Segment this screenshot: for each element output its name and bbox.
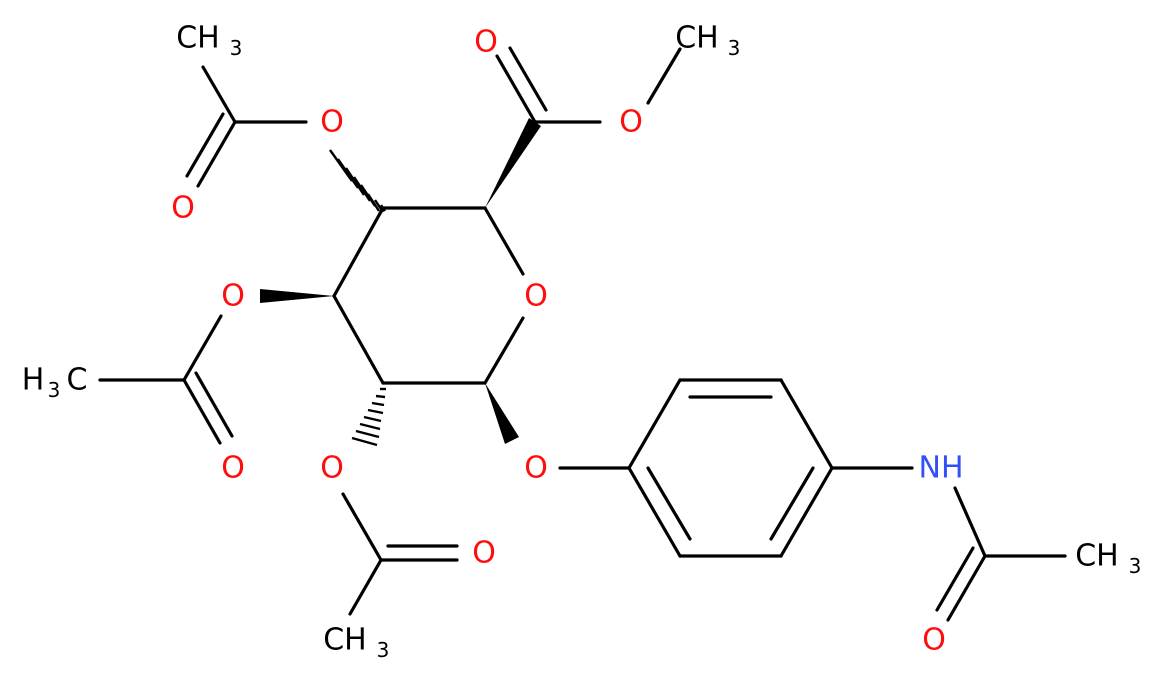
atom-h3c-acetyl-mid-sub: 3 (48, 378, 61, 402)
atom-ch3-acetyl-low: CH (323, 623, 367, 658)
atom-ch3-acetyl-top: CH (176, 21, 220, 56)
atom-o-acetyl-low-carbonyl: O (472, 536, 496, 571)
bond-acetyl-top-c-ch3 (201, 65, 237, 124)
atom-o-amide: O (922, 623, 946, 658)
bond-c5-c6-wedge (485, 118, 541, 208)
bond-c1-o-wedge (485, 383, 519, 444)
bond-ar-4-inner (769, 466, 815, 541)
atom-labels: O CH 3 O CH 3 O O O O H 3 C O O O CH 3 O… (22, 21, 1142, 663)
bond-acetyl-mid-c-o-a (182, 378, 222, 445)
bond-o-ester-ch3 (646, 47, 682, 105)
bond-c6-o-double-a (495, 54, 537, 124)
atom-o-ester: O (619, 105, 643, 140)
bond-acetyl-top-c-o-a (196, 120, 237, 188)
bond-o-acetyl-low-c (341, 492, 383, 562)
bond-c3-c4 (332, 206, 385, 298)
bond-c2-c3 (332, 294, 385, 385)
bond-c4-o-hash (329, 149, 386, 213)
atom-ch3-amide: CH (1075, 539, 1119, 574)
atom-ch3-ester: CH (675, 21, 719, 56)
atom-h3c-acetyl-mid-c: C (67, 363, 88, 398)
bond-acetyl-low-c-ch3 (348, 558, 383, 616)
atom-o-acetyl-low: O (320, 451, 344, 486)
atom-o-glycosidic: O (524, 451, 548, 486)
bond-c3-o-wedge (260, 289, 334, 303)
bond-amide-c-o-a (946, 554, 987, 622)
bond-nh-amide-c (953, 486, 987, 558)
bond-o-ring-c1 (483, 316, 525, 385)
atom-o-ring: O (524, 279, 548, 314)
bond-ar-4 (779, 466, 834, 558)
bond-acetyl-top-c-o-b (185, 112, 225, 178)
atom-o-acetyl-top: O (320, 105, 344, 140)
bonds (98, 46, 1067, 622)
atom-ch3-acetyl-top-sub: 3 (230, 36, 243, 60)
atom-h3c-acetyl-mid-h: H (22, 363, 45, 398)
atom-o-acetyl-top-carbonyl: O (171, 191, 195, 226)
bond-ar-3 (779, 378, 834, 470)
bond-amide-c-o-b (935, 546, 975, 612)
bond-c5-o-ring (483, 206, 525, 276)
bond-c6-o-double-b (508, 46, 548, 112)
atom-ch3-ester-sub: 3 (728, 36, 741, 60)
atom-o-ester-carbonyl: O (474, 25, 498, 60)
bond-ar-1 (627, 378, 682, 470)
atom-o-acetyl-mid: O (221, 279, 245, 314)
bond-o-acetyl-mid-c (182, 314, 223, 382)
bond-c2-o-hash (351, 387, 386, 447)
atom-ch3-acetyl-low-sub: 3 (377, 638, 390, 662)
atom-ch3-amide-sub: 3 (1129, 554, 1142, 578)
bond-ar-6-inner (646, 466, 692, 541)
atom-nh: NH (919, 451, 964, 486)
bond-ar-6 (627, 466, 682, 558)
atom-o-acetyl-mid-carbonyl: O (221, 451, 245, 486)
bond-acetyl-mid-c-o-b (194, 371, 234, 438)
